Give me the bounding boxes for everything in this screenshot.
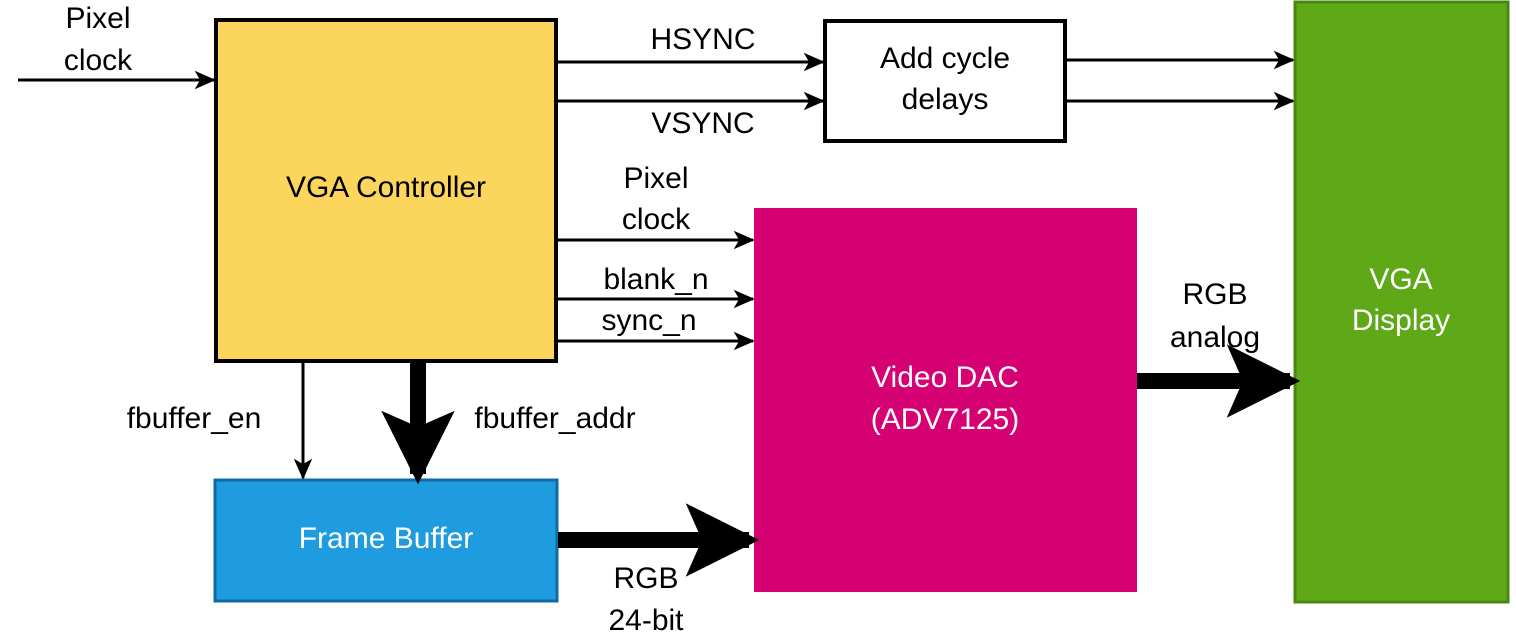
signal-label-vsync: VSYNC bbox=[651, 107, 754, 140]
fbuffer-en-label: fbuffer_en bbox=[127, 402, 262, 435]
signal-label-fbuffer-addr: fbuffer_addr bbox=[474, 402, 635, 435]
block-vga-controller[interactable]: VGA Controller bbox=[214, 18, 558, 363]
add-cycle-delays-label-line2: delays bbox=[902, 83, 989, 116]
sync-n-label: sync_n bbox=[601, 304, 696, 337]
signal-label-sync-n: sync_n bbox=[601, 304, 696, 337]
video-dac-rect[interactable] bbox=[754, 208, 1137, 592]
signal-label-pixel-clock-in: Pixel clock bbox=[64, 2, 133, 77]
signal-label-blank-n: blank_n bbox=[603, 263, 708, 296]
vsync-label: VSYNC bbox=[651, 107, 754, 140]
rgb-analog-line1: RGB bbox=[1182, 278, 1247, 311]
block-video-dac[interactable]: Video DAC (ADV7125) bbox=[754, 208, 1137, 592]
block-frame-buffer[interactable]: Frame Buffer bbox=[213, 478, 559, 603]
signal-label-hsync: HSYNC bbox=[650, 23, 755, 56]
vga-display-label-line1: VGA bbox=[1369, 263, 1432, 296]
frame-buffer-rect[interactable] bbox=[213, 478, 559, 603]
signal-label-pixel-clock-dac: Pixel clock bbox=[622, 162, 691, 236]
vga-display-label-line2: Display bbox=[1352, 304, 1450, 337]
vga-controller-label: VGA Controller bbox=[286, 171, 486, 204]
pixel-clock-in-line1: Pixel bbox=[65, 2, 130, 35]
signal-label-rgb-analog: RGB analog bbox=[1170, 278, 1260, 354]
pixel-clock-dac-line1: Pixel bbox=[623, 162, 688, 195]
block-add-cycle-delays[interactable]: Add cycle delays bbox=[823, 19, 1067, 143]
frame-buffer-label: Frame Buffer bbox=[299, 522, 474, 555]
fbuffer-addr-label: fbuffer_addr bbox=[474, 402, 635, 435]
video-dac-label-line2: (ADV7125) bbox=[871, 403, 1019, 436]
hsync-label: HSYNC bbox=[650, 23, 755, 56]
video-dac-label-line1: Video DAC bbox=[871, 361, 1019, 394]
pixel-clock-dac-line2: clock bbox=[622, 203, 691, 236]
pixel-clock-in-line2: clock bbox=[64, 44, 133, 77]
block-vga-display[interactable]: VGA Display bbox=[1293, 0, 1510, 604]
rgb-analog-line2: analog bbox=[1170, 321, 1260, 354]
rgb-24bit-line1: RGB bbox=[613, 562, 678, 595]
add-cycle-delays-label-line1: Add cycle bbox=[880, 42, 1010, 75]
add-cycle-delays-rect[interactable] bbox=[823, 19, 1067, 143]
rgb-24bit-line2: 24-bit bbox=[608, 604, 684, 637]
signal-label-fbuffer-en: fbuffer_en bbox=[127, 402, 262, 435]
vga-display-rect[interactable] bbox=[1293, 0, 1510, 604]
signal-label-rgb-24bit: RGB 24-bit bbox=[608, 562, 684, 637]
vga-controller-rect[interactable] bbox=[214, 18, 558, 363]
blank-n-label: blank_n bbox=[603, 263, 708, 296]
